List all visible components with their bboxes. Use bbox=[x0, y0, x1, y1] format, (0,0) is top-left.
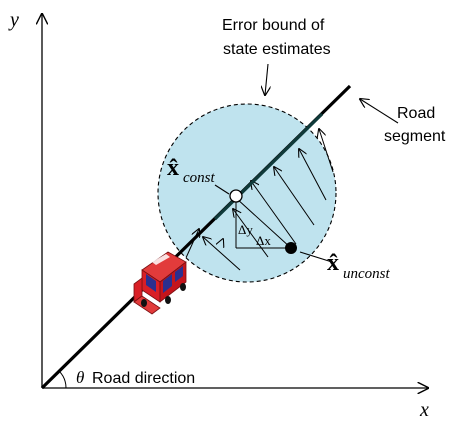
delta-x-label: Δx bbox=[256, 233, 271, 248]
x-const-pointer bbox=[214, 184, 230, 195]
theta-symbol: θ bbox=[76, 368, 84, 387]
x-unconst-subscript: unconst bbox=[343, 266, 390, 282]
unconstrained-estimate-point bbox=[285, 242, 297, 254]
error-bound-label-line2: state estimates bbox=[223, 41, 331, 58]
theta-arc bbox=[58, 370, 67, 389]
error-bound-label-line1: Error bound of bbox=[222, 17, 325, 34]
x-axis-label: x bbox=[419, 399, 429, 421]
road-segment-label-line2: segment bbox=[384, 128, 446, 145]
x-unconst-pointer bbox=[299, 251, 333, 263]
road-segment-pointer bbox=[360, 99, 399, 124]
error-bound-pointer bbox=[265, 63, 268, 95]
y-axis-label: y bbox=[8, 9, 19, 31]
x-const-symbol: x̂ bbox=[167, 155, 179, 181]
constrained-estimate-point bbox=[229, 189, 243, 203]
car-icon bbox=[133, 251, 187, 315]
road-segment-label-line1: Road bbox=[397, 105, 435, 122]
x-unconst-symbol: x̂ bbox=[327, 250, 339, 276]
x-const-subscript: const bbox=[183, 170, 215, 186]
delta-y-label: Δy bbox=[238, 222, 253, 237]
delta-triangle bbox=[235, 197, 292, 249]
road-direction-label: Road direction bbox=[92, 370, 195, 387]
hatch-arrows bbox=[203, 117, 334, 271]
